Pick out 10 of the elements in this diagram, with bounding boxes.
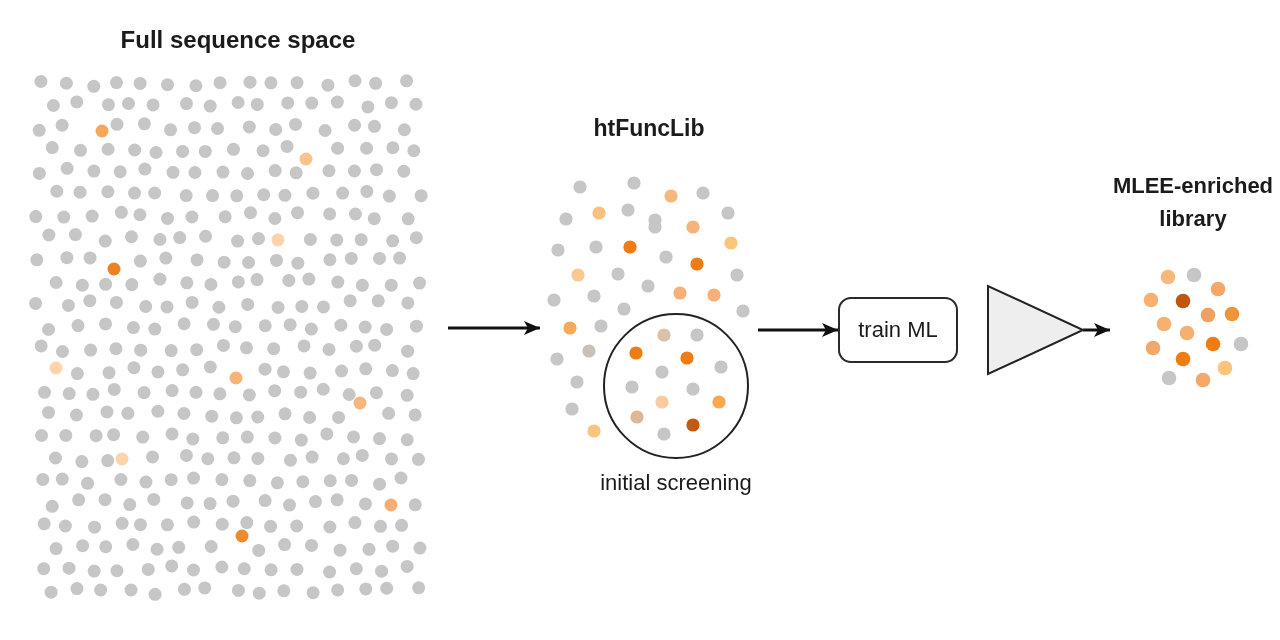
cluster-heading: MLEE-enriched library <box>1111 172 1275 233</box>
arrow <box>758 323 838 337</box>
cluster-heading: htFuncLib <box>593 114 705 143</box>
arrow <box>448 321 540 335</box>
process-box <box>838 297 958 363</box>
cluster-heading: Full sequence space <box>120 25 356 55</box>
arrow <box>1083 323 1110 337</box>
triangle-symbol <box>987 285 1083 375</box>
step-label: train ML <box>858 317 938 343</box>
circle-caption: initial screening <box>600 471 752 495</box>
